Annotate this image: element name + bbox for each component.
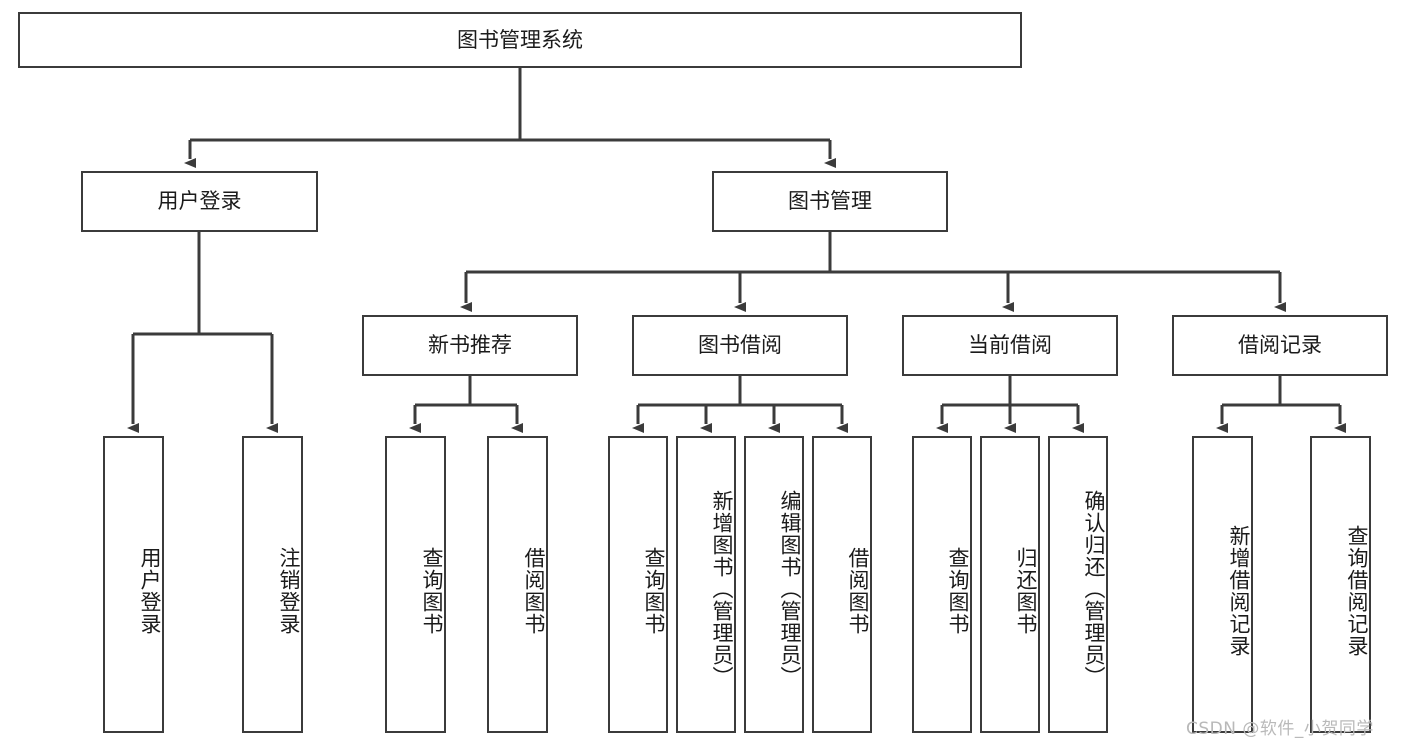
leaf-add-borrow-record[interactable]: 新增借阅记录 bbox=[1192, 436, 1253, 733]
node-user-login[interactable]: 用户登录 bbox=[81, 171, 318, 232]
leaf-confirm-return-admin[interactable]: 确认归还（管理员） bbox=[1048, 436, 1108, 733]
leaf-query-book-borrow[interactable]: 查询图书 bbox=[608, 436, 668, 733]
leaf-logout[interactable]: 注销登录 bbox=[242, 436, 303, 733]
node-book-management[interactable]: 图书管理 bbox=[712, 171, 948, 232]
leaf-query-book-recommend[interactable]: 查询图书 bbox=[385, 436, 446, 733]
node-borrow-record[interactable]: 借阅记录 bbox=[1172, 315, 1388, 376]
leaf-user-login[interactable]: 用户登录 bbox=[103, 436, 164, 733]
leaf-borrow-book-recommend[interactable]: 借阅图书 bbox=[487, 436, 548, 733]
leaf-borrow-book[interactable]: 借阅图书 bbox=[812, 436, 872, 733]
node-new-book-recommend[interactable]: 新书推荐 bbox=[362, 315, 578, 376]
leaf-return-book[interactable]: 归还图书 bbox=[980, 436, 1040, 733]
node-root-library-system[interactable]: 图书管理系统 bbox=[18, 12, 1022, 68]
node-current-borrow[interactable]: 当前借阅 bbox=[902, 315, 1118, 376]
leaf-query-borrow-record[interactable]: 查询借阅记录 bbox=[1310, 436, 1371, 733]
leaf-query-book-current[interactable]: 查询图书 bbox=[912, 436, 972, 733]
leaf-edit-book-admin[interactable]: 编辑图书（管理员） bbox=[744, 436, 804, 733]
leaf-add-book-admin[interactable]: 新增图书（管理员） bbox=[676, 436, 736, 733]
node-book-borrow[interactable]: 图书借阅 bbox=[632, 315, 848, 376]
